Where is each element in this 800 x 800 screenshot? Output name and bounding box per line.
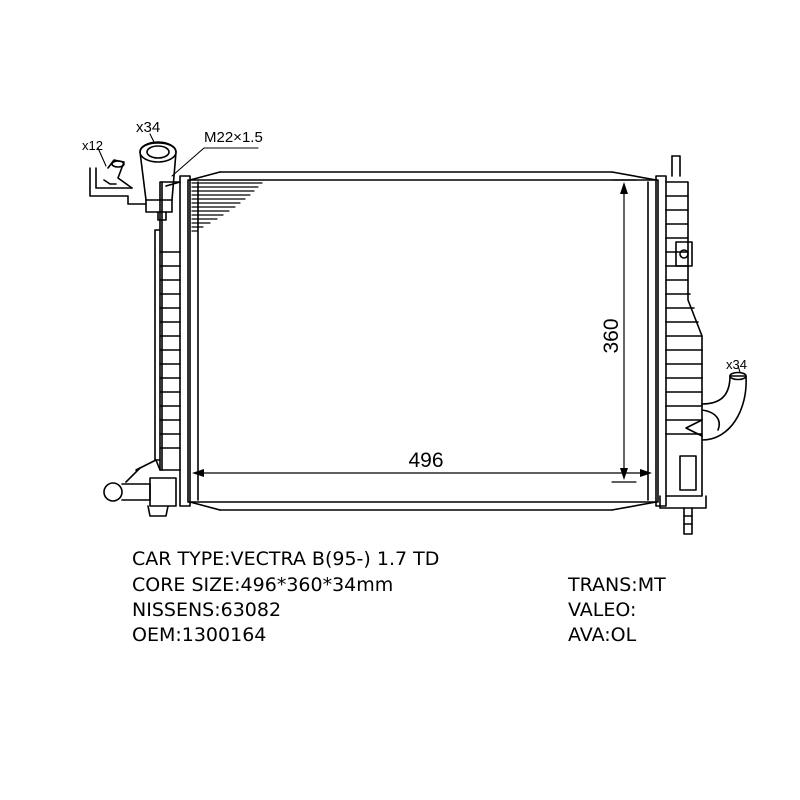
left-tank [154,175,191,507]
callout-thread: M22×1.5 [204,129,263,146]
inlet-hatching [191,182,263,232]
spec-core-size: CORE SIZE:496*360*34mm [132,574,394,596]
spec-nissens: NISSENS:63082 [132,599,282,621]
spec-trans: TRANS:MT [568,574,666,596]
filler-neck [139,141,181,221]
right-tank [655,155,707,535]
spec-valeo: VALEO: [568,599,637,621]
radiator-core [187,171,659,511]
dimension-height-label: 360 [600,318,623,353]
dimension-width-label: 496 [408,449,443,472]
drain-fitting [103,459,177,517]
callout-outlet-right: x34 [726,357,747,372]
outlet-elbow [685,371,747,441]
spec-ava: AVA:OL [568,624,637,646]
spec-oem: OEM:1300164 [132,624,267,646]
hose-left [89,159,147,205]
callout-hose-left: x12 [82,138,103,153]
spec-car-type: CAR TYPE:VECTRA B(95-) 1.7 TD [132,548,440,570]
dimension-lines [193,179,651,483]
dimension-arrows [192,182,652,480]
callout-leaders [97,133,741,373]
callout-filler-neck: x34 [136,119,160,136]
